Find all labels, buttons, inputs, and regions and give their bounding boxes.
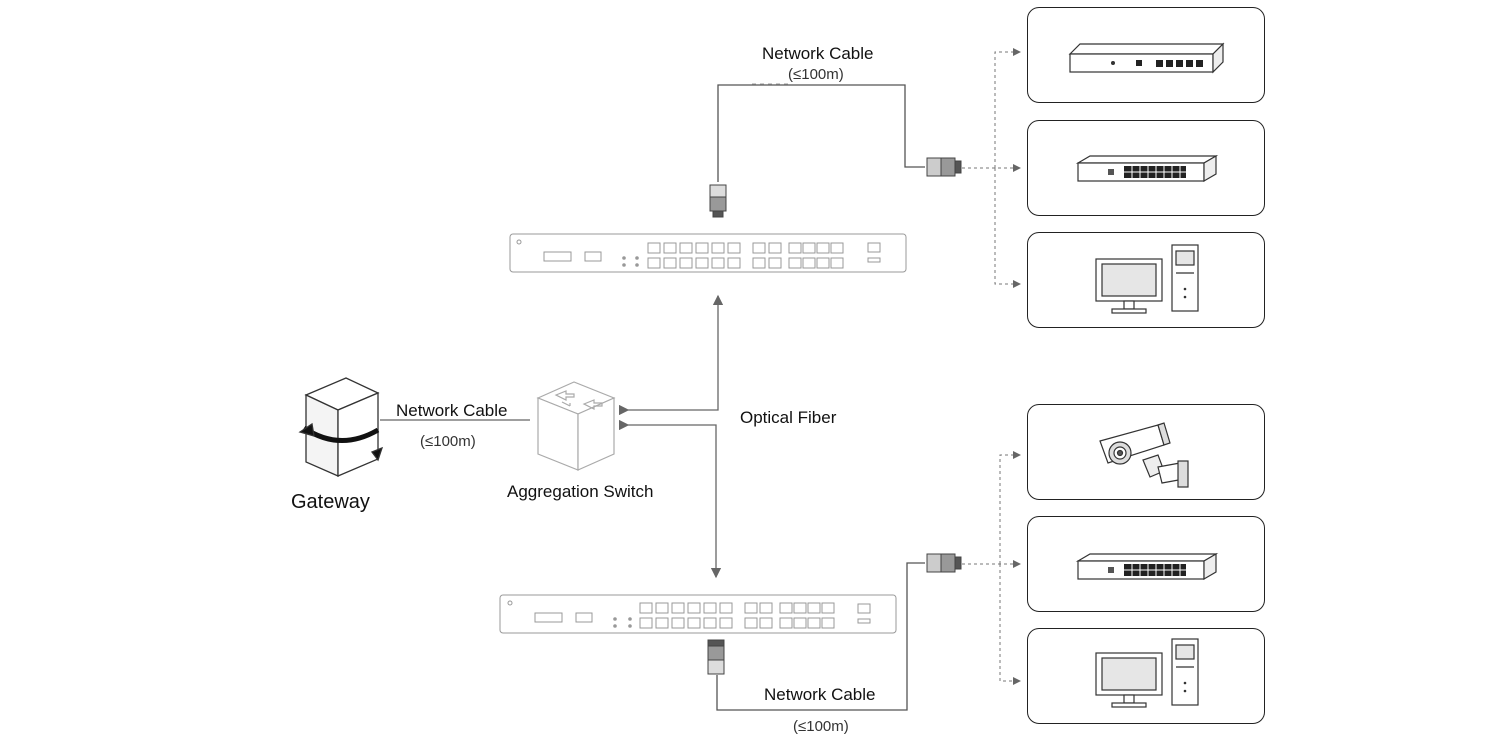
switch-icon: [1075, 552, 1219, 581]
bottom-cable-line: [716, 562, 925, 711]
gateway-icon: [298, 377, 384, 477]
top-branch-lines: [962, 48, 1021, 288]
top-access-switch: [509, 233, 907, 273]
router-icon: [1068, 42, 1225, 74]
gateway-cable-length-label: (≤100m): [420, 433, 476, 450]
gateway-label: Gateway: [291, 491, 370, 513]
bottom-branch-lines: [962, 451, 1021, 685]
bottom-switch-device-box: [1027, 516, 1265, 612]
top-cable-connector: [926, 157, 962, 177]
bottom-cable-label: Network Cable: [764, 685, 876, 704]
bottom-access-switch: [499, 594, 897, 634]
computer-icon: [1095, 638, 1199, 708]
bottom-cable-length-label: (≤100m): [793, 718, 849, 735]
aggregation-switch-icon: [536, 381, 616, 471]
top-switch-connector: [709, 184, 727, 218]
top-cable-line: [717, 84, 925, 182]
fiber-bottom-line: [618, 419, 722, 579]
router-device-box: [1027, 7, 1265, 103]
fiber-top-line: [618, 294, 724, 416]
computer-icon: [1095, 244, 1199, 314]
camera-icon: [1099, 422, 1189, 488]
top-computer-device-box: [1027, 232, 1265, 328]
bottom-switch-connector: [707, 639, 725, 675]
switch-icon: [1075, 154, 1219, 183]
top-switch-device-box: [1027, 120, 1265, 216]
bottom-computer-device-box: [1027, 628, 1265, 724]
top-cable-length-label: (≤100m): [788, 66, 844, 83]
aggregation-switch-label: Aggregation Switch: [507, 482, 654, 501]
gateway-cable-label: Network Cable: [396, 401, 508, 420]
top-cable-label: Network Cable: [762, 44, 874, 63]
camera-device-box: [1027, 404, 1265, 500]
bottom-cable-connector: [926, 553, 962, 573]
optical-fiber-label: Optical Fiber: [740, 408, 837, 427]
